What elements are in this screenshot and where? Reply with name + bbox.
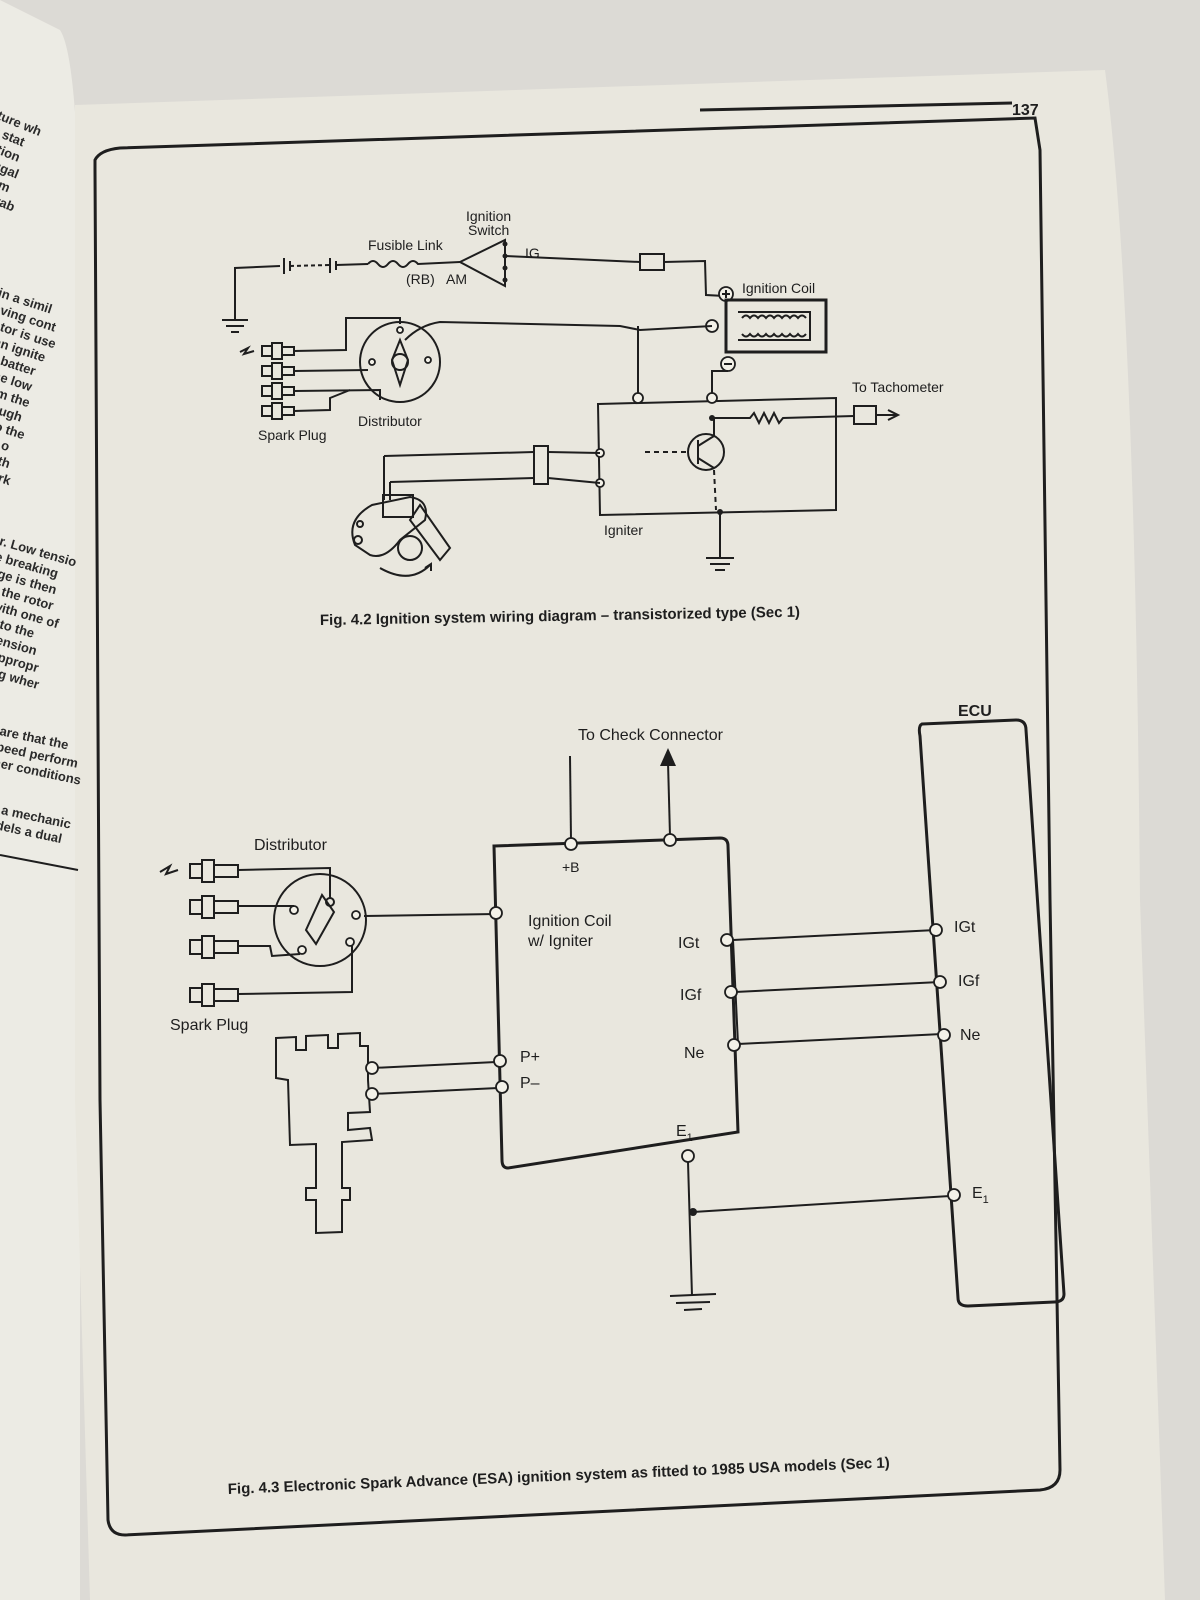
ne-terminal: [727, 1038, 741, 1052]
e1-label-box: E1: [676, 1123, 693, 1144]
p-minus-terminal: [495, 1080, 509, 1094]
igniter-ground: [706, 512, 734, 571]
page-number: 137: [1012, 102, 1039, 119]
ecu-igt-terminal: [929, 923, 943, 937]
igt-wire: [732, 929, 937, 941]
fig42-ground-symbol: [222, 319, 248, 333]
tachometer-arrow: [876, 409, 901, 421]
p-plus-terminal: [493, 1054, 507, 1068]
ig-wire: [504, 255, 641, 263]
ecu-e1-terminal: [947, 1188, 961, 1202]
to-tachometer-label: To Tachometer: [852, 379, 944, 395]
spark-plugs-43: [159, 859, 353, 1007]
ecu-igf-terminal: [933, 975, 947, 989]
fusible-link-label: Fusible Link: [368, 237, 444, 253]
e1-ground-wire: [687, 1161, 951, 1297]
check-connector-terminal: [663, 833, 677, 847]
am-label: AM: [446, 271, 467, 287]
e1-ground-symbol: [669, 1293, 717, 1311]
coil-feed-wire: [663, 259, 726, 297]
igt-label-box: IGt: [678, 935, 700, 952]
distributor-coil-lead: [363, 913, 497, 917]
distributor-label-43: Distributor: [254, 837, 328, 854]
check-connector-wire: [667, 761, 671, 837]
ecu-pin-ne: Ne: [960, 1027, 981, 1044]
e1-terminal: [681, 1149, 695, 1163]
spark-plug-label-42: Spark Plug: [258, 427, 326, 443]
spark-plug-label-43: Spark Plug: [170, 1017, 248, 1034]
e1-sub: 1: [687, 1132, 693, 1144]
page-frame: [93, 116, 1062, 1537]
ignition-coil-label: Ignition Coil: [742, 280, 815, 296]
igniter: [595, 392, 855, 517]
ig-label: IG: [525, 245, 540, 261]
igf-wire: [734, 981, 941, 993]
ecu-ne-terminal: [937, 1028, 951, 1042]
ecu-pin-e1: E1: [972, 1185, 989, 1206]
p-minus-label: P–: [520, 1075, 540, 1092]
fusible-link-wire: [367, 260, 461, 268]
ignition-switch-label-2: Switch: [468, 222, 509, 238]
distributor-label-42: Distributor: [358, 413, 422, 429]
igniter-coil-wires: [637, 326, 728, 393]
pickup-sensor: [275, 1031, 374, 1235]
fig-4-2: Fusible Link (RB) AM Ignition Switch IG: [222, 208, 944, 577]
pickup-coil: [351, 445, 601, 577]
ecu-pin-igt: IGt: [954, 919, 976, 936]
ecu-pin-e1-main: E: [972, 1185, 983, 1202]
ecu-pin-igf: IGf: [958, 973, 980, 990]
facing-page-text-4: are that the peed perform her conditions…: [0, 723, 82, 846]
facing-page-text-2: in a simil aving cont rator is use s an …: [0, 285, 59, 488]
facing-page: [0, 0, 80, 1600]
coil-label-line1: Ignition Coil: [528, 913, 612, 930]
ignition-coil: [705, 286, 828, 372]
plus-b-terminal: [564, 837, 578, 851]
fig42-ground-wire: [234, 265, 281, 320]
distributor-43: [273, 873, 367, 967]
distributor-ht-lead: [404, 320, 713, 341]
ignition-switch: [457, 238, 508, 288]
facing-page-rule: [0, 854, 79, 871]
check-connector-arrow: [660, 748, 676, 766]
e1-main: E: [676, 1123, 687, 1140]
igf-label-box: IGf: [680, 987, 702, 1004]
ecu-box: [917, 718, 1066, 1308]
ne-label-box: Ne: [684, 1045, 705, 1062]
pickup-terminal-2: [365, 1087, 379, 1101]
plus-b-label: +B: [562, 859, 580, 875]
ne-wire: [737, 1033, 943, 1045]
pickup-terminal-1: [365, 1061, 379, 1075]
ignition-switch-label-1: Ignition: [466, 208, 511, 224]
fig-4-3: Ignition Coil w/ Igniter +B IGt IGf Ne P…: [159, 703, 1066, 1311]
main-page: [75, 70, 1165, 1600]
igniter-label: Igniter: [604, 522, 643, 538]
page-header-rule: [699, 101, 1013, 112]
spark-plugs-42: [239, 317, 401, 420]
igt-terminal: [720, 933, 734, 947]
e1-junction: [689, 1208, 697, 1216]
ecu-pin-e1-sub: 1: [983, 1194, 989, 1206]
rb-label: (RB): [406, 271, 435, 287]
coil-label-line2: w/ Igniter: [527, 933, 594, 950]
igf-terminal: [724, 985, 738, 999]
p-plus-label: P+: [520, 1049, 540, 1066]
coil-primary-terminal: [489, 906, 503, 920]
pickup-wires: [371, 1061, 499, 1095]
to-check-connector-label: To Check Connector: [578, 727, 724, 744]
plus-b-wire: [569, 755, 572, 841]
coil-igniter-box: [492, 836, 740, 1170]
side-line-15: tension o: [0, 422, 12, 454]
battery-symbol: [283, 258, 369, 274]
ecu-label: ECU: [958, 703, 992, 720]
